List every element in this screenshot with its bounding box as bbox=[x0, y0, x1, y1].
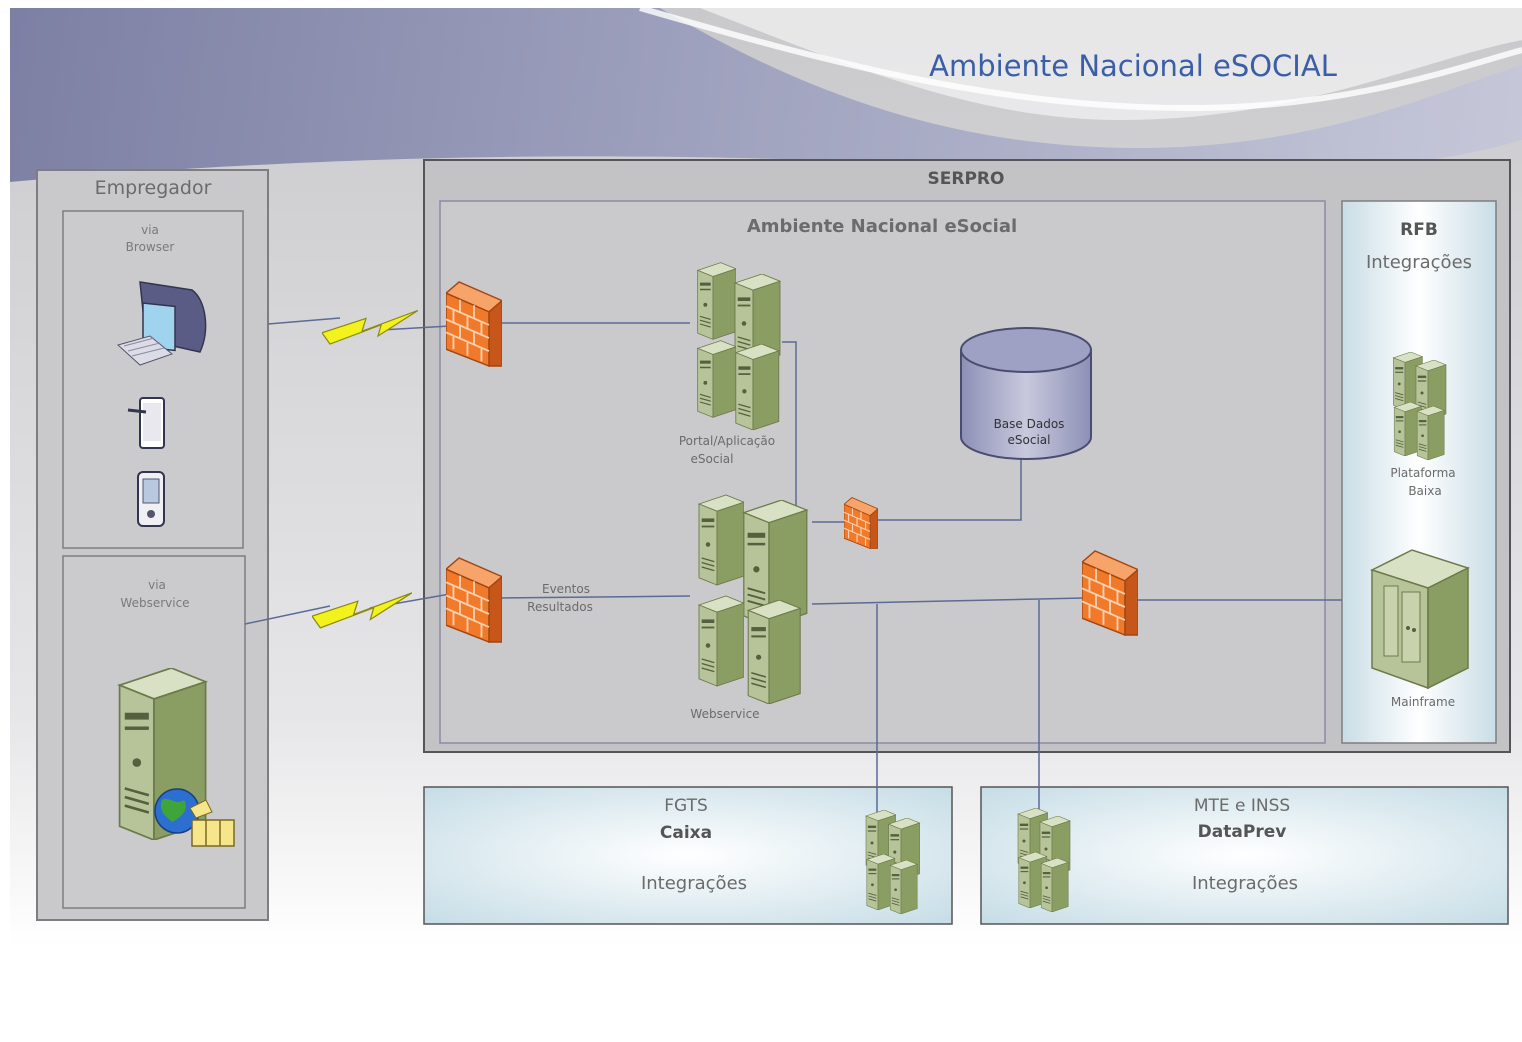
fgts-label: FGTS bbox=[664, 796, 708, 816]
mainframe-icon bbox=[1370, 549, 1470, 690]
database-icon bbox=[960, 327, 1092, 460]
eventos-label: Eventos bbox=[542, 582, 590, 596]
resultados-label: Resultados bbox=[527, 600, 593, 614]
plataforma-baixa-server-icon bbox=[1392, 352, 1447, 460]
portal-server-cluster-icon bbox=[697, 262, 781, 430]
connection-lines bbox=[244, 317, 1342, 820]
empregador-label: Empregador bbox=[95, 177, 212, 199]
fgts-panel bbox=[423, 786, 953, 925]
dataprev-server-cluster-icon bbox=[1017, 808, 1071, 912]
browser-label-line1: via bbox=[141, 223, 159, 237]
banner-swoosh bbox=[639, 5, 1522, 112]
mainframe-label: Mainframe bbox=[1391, 695, 1455, 709]
webservice-label: Webservice bbox=[690, 707, 759, 721]
webservice-client-label-line2: Webservice bbox=[120, 596, 189, 610]
database-label-line2: eSocial bbox=[1008, 433, 1051, 447]
portal-label-line2: eSocial bbox=[691, 452, 734, 466]
banner-highlight bbox=[10, 8, 1522, 120]
rfb-title: RFB bbox=[1400, 220, 1438, 240]
portal-label-line1: Portal/Aplicação bbox=[679, 434, 775, 448]
browser-label-line2: Browser bbox=[126, 240, 175, 254]
plataforma-label-line2: Baixa bbox=[1408, 484, 1441, 498]
serpro-label: SERPRO bbox=[928, 169, 1005, 189]
web-server-icon bbox=[117, 668, 235, 847]
pda-icon bbox=[137, 471, 165, 527]
desktop-computer-icon bbox=[116, 281, 207, 366]
page-title: Ambiente Nacional eSOCIAL bbox=[929, 49, 1337, 83]
banner-wave bbox=[10, 8, 1522, 182]
database-label-line1: Base Dados bbox=[994, 417, 1065, 431]
caixa-server-cluster-icon bbox=[865, 810, 921, 914]
ambiente-nacional-label: Ambiente Nacional eSocial bbox=[747, 216, 1017, 237]
fgts-integracoes-label: Integrações bbox=[641, 873, 747, 894]
plataforma-label-line1: Plataforma bbox=[1390, 466, 1455, 480]
webservice-server-cluster-icon bbox=[698, 494, 808, 704]
caixa-label: Caixa bbox=[660, 823, 712, 843]
ambiente-nacional-panel bbox=[439, 200, 1326, 744]
tablet-icon bbox=[127, 397, 165, 449]
mte-inss-label: MTE e INSS bbox=[1194, 796, 1290, 816]
mte-integracoes-label: Integrações bbox=[1192, 873, 1298, 894]
webservice-client-label-line1: via bbox=[148, 578, 166, 592]
dataprev-label: DataPrev bbox=[1198, 822, 1287, 842]
rfb-subtitle: Integrações bbox=[1366, 252, 1472, 273]
